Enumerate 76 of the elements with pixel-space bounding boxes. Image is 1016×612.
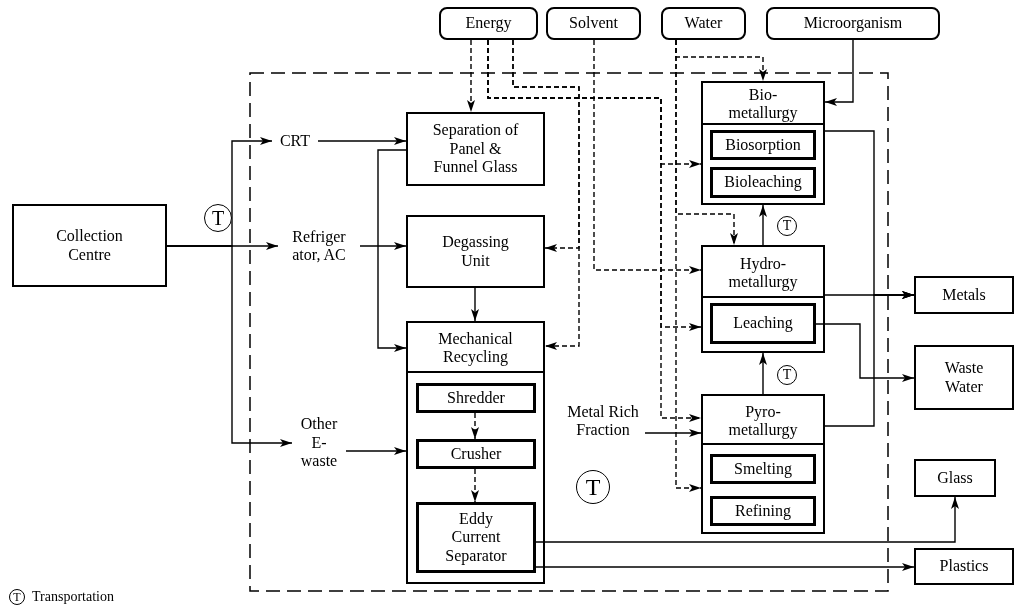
process-group-box bbox=[701, 245, 825, 353]
process-box bbox=[914, 459, 996, 497]
process-step-box bbox=[416, 383, 536, 413]
node-text: Crusher bbox=[449, 444, 503, 464]
arrow bbox=[824, 39, 854, 106]
arrow bbox=[377, 149, 407, 352]
node-text: Eddy Current Separator bbox=[444, 509, 508, 566]
group-title: Pyro- metallurgy bbox=[727, 402, 799, 439]
process-step-box bbox=[710, 303, 816, 344]
node-text: Collection Centre bbox=[55, 227, 124, 264]
node-text: Separation of Panel & Funnel Glass bbox=[431, 121, 520, 177]
group-title: Mechanical Recycling bbox=[437, 330, 514, 366]
node-text: Water bbox=[683, 14, 724, 33]
transport-symbol: T bbox=[576, 470, 610, 504]
process-box bbox=[406, 112, 545, 186]
node-text: Metal Rich Fraction bbox=[567, 402, 639, 440]
node-text: Solvent bbox=[568, 14, 619, 33]
arrow bbox=[759, 204, 767, 246]
node-text: Refriger ator, AC bbox=[291, 227, 347, 265]
arrow bbox=[359, 242, 407, 250]
process-box bbox=[914, 276, 1014, 314]
arrow bbox=[467, 39, 475, 113]
node-text: Other E-waste bbox=[299, 415, 339, 471]
arrow bbox=[675, 39, 702, 492]
process-box bbox=[914, 548, 1014, 585]
node-text: Waste Water bbox=[943, 359, 985, 396]
arrow bbox=[487, 39, 702, 422]
input-box bbox=[439, 7, 538, 40]
input-box bbox=[661, 7, 746, 40]
arrow bbox=[535, 563, 915, 571]
process-box bbox=[406, 215, 545, 288]
node-text: Refining bbox=[734, 501, 792, 521]
arrow bbox=[317, 137, 407, 145]
transport-symbol: T bbox=[9, 589, 25, 605]
arrow bbox=[644, 429, 702, 437]
node-text: Bioleaching bbox=[723, 173, 803, 192]
node-text: Energy bbox=[464, 14, 513, 33]
arrow bbox=[471, 412, 479, 440]
process-box bbox=[12, 204, 167, 287]
transport-symbol: T bbox=[777, 216, 797, 236]
process-group-box bbox=[701, 81, 825, 205]
node-text: Smelting bbox=[733, 459, 793, 479]
arrow bbox=[759, 352, 767, 395]
process-group-box bbox=[406, 321, 545, 584]
transport-symbol: T bbox=[777, 365, 797, 385]
node-text: Degassing Unit bbox=[441, 233, 510, 270]
process-step-box bbox=[710, 496, 816, 526]
arrow bbox=[345, 447, 407, 455]
transport-symbol: T bbox=[204, 204, 232, 232]
input-box bbox=[766, 7, 940, 40]
group-title: Bio- metallurgy bbox=[727, 86, 799, 122]
process-step-box bbox=[710, 167, 816, 198]
process-group-box bbox=[701, 394, 825, 534]
arrow bbox=[166, 245, 293, 447]
process-step-box bbox=[416, 439, 536, 469]
group-title: Hydro- metallurgy bbox=[727, 254, 799, 291]
arrow bbox=[471, 468, 479, 503]
process-step-box bbox=[710, 454, 816, 484]
node-text: Plastics bbox=[938, 557, 990, 576]
arrow bbox=[593, 39, 702, 274]
node-text: Metals bbox=[941, 285, 987, 305]
arrow bbox=[535, 496, 959, 543]
node-text: Microorganism bbox=[802, 14, 904, 33]
node-text: Shredder bbox=[446, 388, 506, 408]
process-box bbox=[914, 345, 1014, 410]
process-step-box bbox=[710, 130, 816, 160]
process-step-box bbox=[416, 502, 536, 573]
input-box bbox=[546, 7, 641, 40]
node-text: Biosorption bbox=[724, 135, 802, 155]
node-text: Glass bbox=[936, 468, 974, 488]
node-text: CRT bbox=[278, 131, 312, 151]
node-text: Leaching bbox=[732, 314, 794, 333]
arrow bbox=[471, 287, 479, 322]
arrow bbox=[815, 323, 915, 382]
arrow bbox=[512, 39, 580, 350]
legend-text: Transportation bbox=[32, 590, 114, 604]
